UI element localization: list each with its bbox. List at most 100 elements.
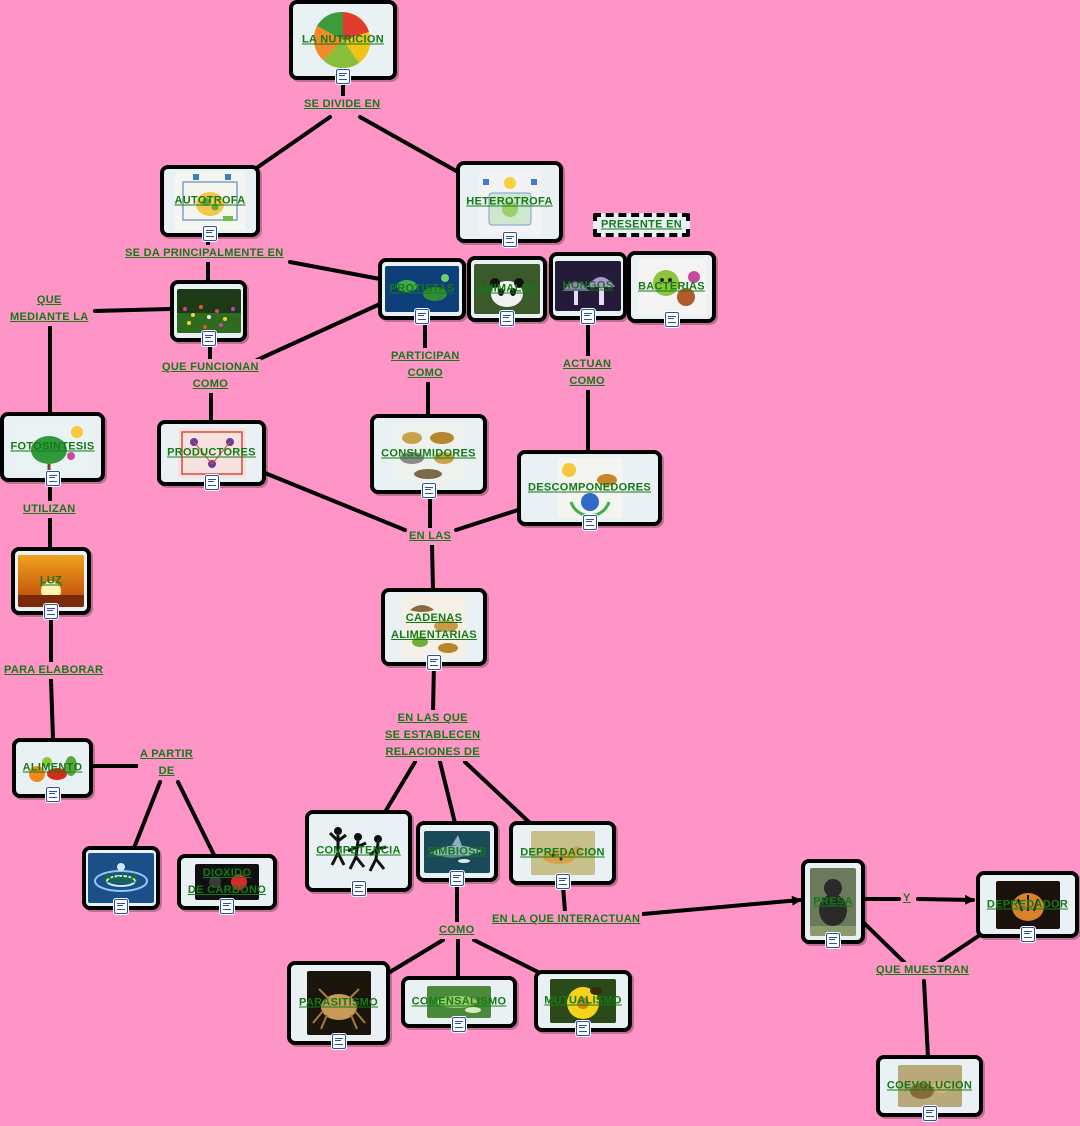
document-icon[interactable]	[576, 1021, 590, 1036]
document-icon[interactable]	[1020, 927, 1035, 942]
concept-label: CADENAS ALIMENTARIAS	[391, 612, 477, 641]
document-icon[interactable]	[220, 899, 234, 914]
concept-autotrofa[interactable]: AUTOTROFA	[160, 165, 260, 241]
link-se-da-principalmente-en[interactable]: SE DA PRINCIPALMENTE EN	[123, 245, 286, 262]
concept-mutualismo[interactable]: MUTUALISMO	[534, 970, 632, 1036]
concept-bacterias[interactable]: BACTERIAS	[627, 251, 716, 327]
concept-label: HONGOS	[562, 279, 614, 292]
concept-hongos[interactable]: HONGOS	[549, 252, 627, 324]
concept-label: CONSUMIDORES	[381, 447, 476, 460]
document-icon[interactable]	[581, 309, 595, 324]
concept-label: COEVOLUCION	[886, 1079, 973, 1092]
concept-label: HETEROTROFA	[466, 195, 553, 208]
concept-protistas[interactable]: PROTISTAS	[378, 258, 466, 324]
concept-label: PARASITISMO	[299, 996, 378, 1009]
document-icon[interactable]	[44, 604, 58, 619]
link-en-la-que-interactuan[interactable]: EN LA QUE INTERACTUAN	[490, 911, 643, 928]
concept-agua[interactable]: AGUA	[82, 846, 160, 914]
concept-animales[interactable]: ANIMALES	[467, 256, 547, 326]
animals-coevolution-thumbnail	[897, 1065, 962, 1107]
document-icon[interactable]	[452, 1017, 466, 1032]
dog-thumbnail	[810, 867, 856, 936]
document-icon[interactable]	[582, 515, 597, 530]
concept-label: AGUA	[104, 871, 138, 884]
concept-alimento[interactable]: ALIMENTO	[12, 738, 93, 802]
concept-nutricion[interactable]: LA NUTRICION	[289, 0, 397, 84]
link-actuan-como[interactable]: ACTUAN COMO	[561, 356, 614, 390]
document-icon[interactable]	[45, 787, 60, 802]
link-para-elaborar[interactable]: PARA ELABORAR	[2, 662, 106, 679]
bee-flower-thumbnail	[550, 979, 616, 1023]
concept-label: PROTISTAS	[389, 282, 455, 295]
document-icon[interactable]	[203, 226, 217, 241]
animals-collage-thumbnail	[393, 424, 464, 484]
concept-label: SIMBIOSIS	[427, 845, 487, 857]
link-se-divide-en[interactable]: SE DIVIDE EN	[302, 96, 383, 113]
concept-label: MUTUALISMO	[544, 994, 622, 1007]
concept-luz[interactable]: LUZ	[11, 547, 91, 619]
concept-fotosintesis[interactable]: FOTOSINTESIS	[0, 412, 105, 486]
document-icon[interactable]	[331, 1034, 346, 1049]
concept-simbiosis[interactable]: SIMBIOSIS	[416, 821, 498, 886]
concept-comensalismo[interactable]: COMENSALISMO	[401, 976, 517, 1032]
document-icon[interactable]	[826, 933, 840, 948]
mushrooms-thumbnail	[555, 261, 621, 311]
document-icon[interactable]	[351, 881, 366, 896]
concept-label: PRESENTE EN	[601, 218, 682, 231]
link-y[interactable]: Y	[901, 890, 913, 907]
concept-parasitismo[interactable]: PARASITISMO	[287, 961, 390, 1049]
concept-plantas[interactable]	[170, 280, 247, 346]
document-icon[interactable]	[204, 475, 219, 490]
co2-thumbnail	[195, 864, 259, 900]
concept-competencia[interactable]: COMPETENCIA	[305, 810, 412, 896]
link-que-funcionan-como[interactable]: QUE FUNCIONAN COMO	[160, 359, 261, 393]
concept-depredacion[interactable]: DEPREDACION	[509, 821, 616, 889]
link-en-las-que-se-establecen[interactable]: EN LAS QUE SE ESTABLECEN RELACIONES DE	[383, 710, 483, 761]
animal-cell-thumbnail	[478, 169, 541, 235]
document-icon[interactable]	[45, 471, 60, 486]
concept-consumidores[interactable]: CONSUMIDORES	[370, 414, 487, 498]
concept-label: COMPETENCIA	[316, 844, 401, 857]
concept-descomponedores[interactable]: DESCOMPONEDORES	[517, 450, 662, 530]
concept-presa[interactable]: PRESA	[801, 859, 865, 948]
document-icon[interactable]	[114, 899, 128, 914]
link-que-mediante-la[interactable]: QUE MEDIANTE LA	[8, 292, 91, 326]
flowers-thumbnail	[176, 289, 241, 333]
link-en-las[interactable]: EN LAS	[407, 528, 454, 545]
document-icon[interactable]	[555, 874, 570, 889]
concept-presente-en[interactable]: PRESENTE EN	[593, 213, 690, 237]
water-drop-thumbnail	[88, 853, 154, 903]
tiger-thumbnail	[995, 880, 1060, 929]
concept-heterotrofa[interactable]: HETEROTROFA	[456, 161, 563, 247]
link-que-muestran[interactable]: QUE MUESTRAN	[874, 962, 971, 979]
document-icon[interactable]	[415, 309, 429, 324]
concept-label: BACTERIAS	[638, 280, 705, 293]
cheetah-thumbnail	[530, 831, 595, 875]
sunset-thumbnail	[18, 555, 84, 607]
concept-label: PRESA	[813, 895, 853, 907]
document-icon[interactable]	[450, 871, 464, 886]
document-icon[interactable]	[500, 311, 514, 326]
concept-depredador[interactable]: DEPREDADOR	[976, 871, 1079, 942]
concept-dioxido[interactable]: DIOXIDO DE CARBONO	[177, 854, 277, 914]
link-participan-como[interactable]: PARTICIPAN COMO	[389, 348, 462, 382]
link-utilizan[interactable]: UTILIZAN	[21, 501, 78, 518]
document-icon[interactable]	[336, 69, 350, 84]
document-icon[interactable]	[922, 1106, 937, 1121]
concept-label: DEPREDADOR	[986, 898, 1069, 910]
photosynthesis-thumbnail	[14, 420, 91, 474]
concept-coevolucion[interactable]: COEVOLUCION	[876, 1055, 983, 1121]
concept-productores[interactable]: PRODUCTORES	[157, 420, 266, 490]
document-icon[interactable]	[502, 232, 517, 247]
concept-label: PRODUCTORES	[167, 446, 256, 459]
document-icon[interactable]	[664, 312, 679, 327]
document-icon[interactable]	[201, 331, 216, 346]
document-icon[interactable]	[421, 483, 436, 498]
link-a-partir-de[interactable]: A PARTIR DE	[138, 746, 196, 780]
link-como[interactable]: COMO	[437, 922, 477, 939]
vegetables-thumbnail	[22, 748, 83, 788]
document-icon[interactable]	[427, 655, 441, 670]
concept-label: FOTOSINTESIS	[10, 440, 95, 453]
concept-cadenas-alimentarias[interactable]: CADENAS ALIMENTARIAS	[381, 588, 487, 670]
